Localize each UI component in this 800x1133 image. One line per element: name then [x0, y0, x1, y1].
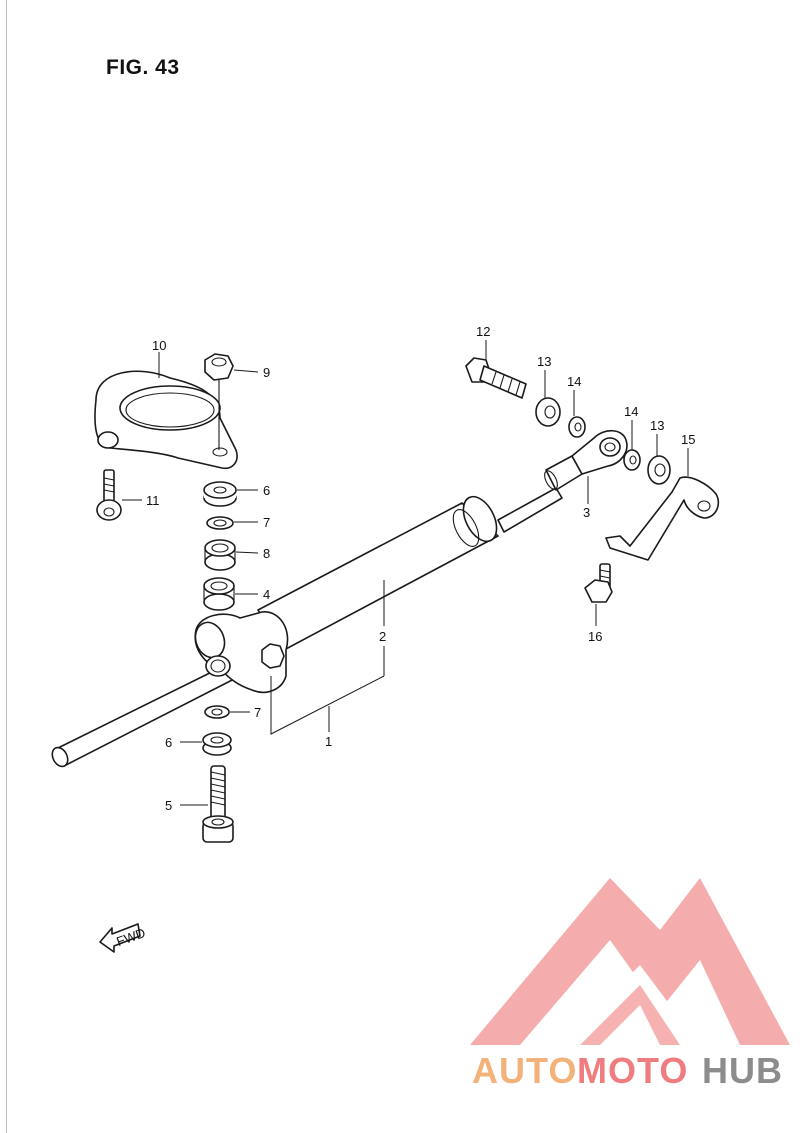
callout-13-lower: 13 — [650, 418, 664, 433]
callout-4: 4 — [263, 587, 270, 602]
arm-bracket-part-15 — [605, 476, 720, 561]
callout-8: 8 — [263, 546, 270, 561]
callout-leader-lines — [122, 340, 689, 806]
washer-part-7-lower — [204, 705, 230, 719]
forward-direction-arrow-icon — [99, 923, 141, 953]
callout-1: 1 — [325, 734, 332, 749]
collar-part-8 — [204, 539, 236, 571]
nut-part-9 — [204, 353, 234, 450]
callout-11: 11 — [146, 493, 160, 508]
watermark-logo — [470, 878, 790, 1045]
watermark-text-moto: MOTO — [577, 1050, 688, 1091]
washer-part-14-lower — [623, 449, 641, 471]
bracket-clamp-part-10 — [94, 370, 238, 470]
callout-14-upper: 14 — [567, 374, 581, 389]
callout-9: 9 — [263, 365, 270, 380]
spacer-part-13-upper — [535, 397, 561, 427]
watermark-text-auto: AUTO — [472, 1050, 577, 1091]
bushing-part-4 — [203, 577, 235, 611]
callout-6-upper: 6 — [263, 483, 270, 498]
spacer-part-13-lower — [647, 455, 671, 485]
callout-12: 12 — [476, 324, 490, 339]
steering-damper-part-1 — [51, 487, 563, 768]
callout-10: 10 — [152, 338, 166, 353]
bolt-part-16 — [584, 563, 613, 603]
page-edge-line — [6, 0, 7, 1133]
callout-5: 5 — [165, 798, 172, 813]
washer-part-14-upper — [568, 416, 586, 438]
bolt-part-5 — [202, 765, 234, 843]
callout-7-lower: 7 — [254, 705, 261, 720]
rod-end-part-3 — [544, 429, 628, 491]
callout-7-upper: 7 — [263, 515, 270, 530]
callout-16: 16 — [588, 629, 602, 644]
callout-2: 2 — [379, 629, 386, 644]
bolt-part-12 — [465, 357, 527, 399]
callout-13-upper: 13 — [537, 354, 551, 369]
bolt-part-11 — [96, 469, 122, 521]
callout-15: 15 — [681, 432, 695, 447]
washer-part-7-upper — [206, 516, 234, 530]
callout-6-lower: 6 — [165, 735, 172, 750]
figure-title: FIG. 43 — [106, 56, 180, 79]
washer-part-6-lower — [202, 732, 232, 756]
washer-part-6-upper — [203, 481, 237, 507]
callout-3: 3 — [583, 505, 590, 520]
callout-14-lower: 14 — [624, 404, 638, 419]
watermark-text-hub: HUB — [702, 1050, 783, 1091]
forward-direction-label: FWD — [114, 925, 147, 949]
